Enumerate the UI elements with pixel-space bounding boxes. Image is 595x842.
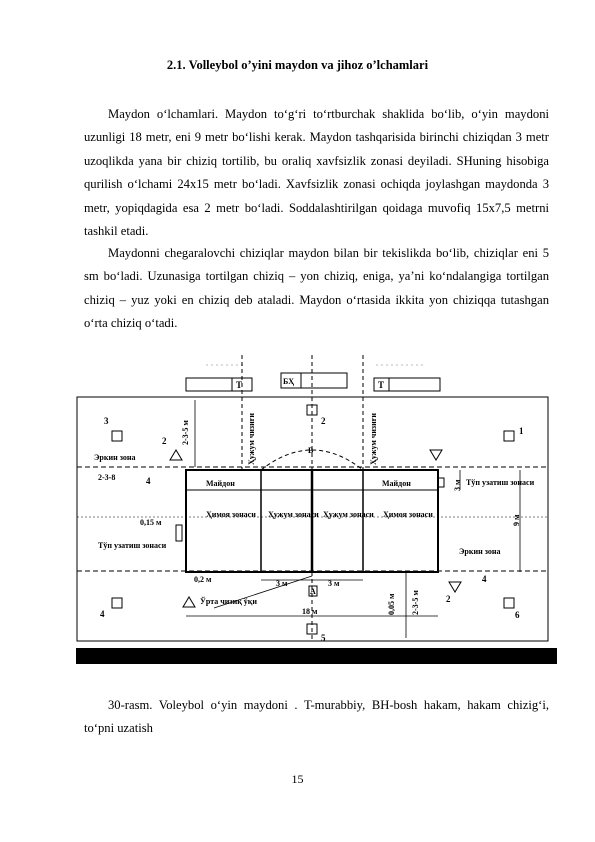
- svg-text:Ҳимоя зонаси: Ҳимоя зонаси: [383, 510, 433, 519]
- paragraph-court-dimensions: Maydon o‘lchamlari. Maydon to‘g‘ri to‘rt…: [84, 107, 549, 239]
- svg-text:5: 5: [321, 633, 326, 643]
- svg-text:3 м: 3 м: [276, 579, 288, 588]
- svg-text:Ўрта чизиқ ўқи: Ўрта чизиқ ўқи: [200, 596, 257, 606]
- svg-text:2: 2: [162, 436, 167, 446]
- svg-text:Эркин зона: Эркин зона: [94, 453, 135, 462]
- svg-text:Ҳимоя зонаси: Ҳимоя зонаси: [206, 510, 256, 519]
- svg-text:0,2 м: 0,2 м: [194, 575, 212, 584]
- svg-text:0,15 м: 0,15 м: [140, 518, 162, 527]
- figure-caption: 30-rasm. Voleybol o‘yin maydoni . T-mura…: [84, 698, 549, 736]
- svg-text:БҲ: БҲ: [283, 377, 294, 386]
- svg-text:3: 3: [104, 416, 109, 426]
- svg-text:Эркин зона: Эркин зона: [459, 547, 500, 556]
- paragraph-boundary-lines: Maydonni chegaralovchi chiziqlar maydon …: [84, 246, 549, 331]
- svg-text:Ҳужум чизиғи: Ҳужум чизиғи: [247, 413, 256, 465]
- svg-text:Ҳужум зонаси: Ҳужум зонаси: [323, 510, 374, 519]
- svg-text:Т: Т: [378, 380, 384, 390]
- svg-text:Тўп узатиш зонаси: Тўп узатиш зонаси: [98, 541, 167, 550]
- svg-text:6: 6: [515, 610, 520, 620]
- bench-right: Т: [373, 377, 441, 392]
- player-positions: [111, 404, 515, 635]
- bench-left: Т: [185, 377, 253, 392]
- section-title: 2.1. Volleybol o’yini maydon va jihoz o’…: [166, 58, 429, 72]
- svg-text:Тўп узатиш зонаси: Тўп узатиш зонаси: [466, 478, 535, 487]
- svg-text:4: 4: [482, 574, 487, 584]
- svg-text:2: 2: [446, 594, 451, 604]
- page-number: 15: [291, 772, 304, 786]
- svg-text:Т: Т: [236, 380, 242, 390]
- svg-text:2-3-8: 2-3-8: [98, 473, 115, 482]
- referee-markers: [169, 449, 462, 608]
- svg-text:Ҳужум чизиғи: Ҳужум чизиғи: [369, 413, 378, 465]
- judge-table: БҲ: [280, 372, 348, 389]
- figure-bottom-bar: [76, 648, 557, 664]
- svg-text:А: А: [310, 587, 316, 596]
- svg-text:3 м: 3 м: [453, 479, 462, 491]
- volleyball-court-diagram: Т БҲ Т Ҳужум чизиғи Ҳужум чизиғи В Майдо…: [76, 350, 557, 666]
- svg-text:2-3-5 м: 2-3-5 м: [411, 590, 420, 615]
- svg-text:0,05 м: 0,05 м: [387, 593, 396, 615]
- svg-text:18 м: 18 м: [302, 607, 318, 616]
- svg-text:3 м: 3 м: [328, 579, 340, 588]
- svg-text:4: 4: [146, 476, 151, 486]
- svg-text:2: 2: [321, 416, 326, 426]
- svg-text:Ҳужум зонаси: Ҳужум зонаси: [268, 510, 319, 519]
- svg-text:1: 1: [519, 426, 524, 436]
- svg-text:Майдон: Майдон: [206, 479, 235, 488]
- svg-text:Майдон: Майдон: [382, 479, 411, 488]
- svg-text:В: В: [308, 446, 314, 455]
- svg-text:9 м: 9 м: [512, 514, 521, 526]
- svg-text:4: 4: [100, 609, 105, 619]
- svg-text:2-3-5 м: 2-3-5 м: [181, 420, 190, 445]
